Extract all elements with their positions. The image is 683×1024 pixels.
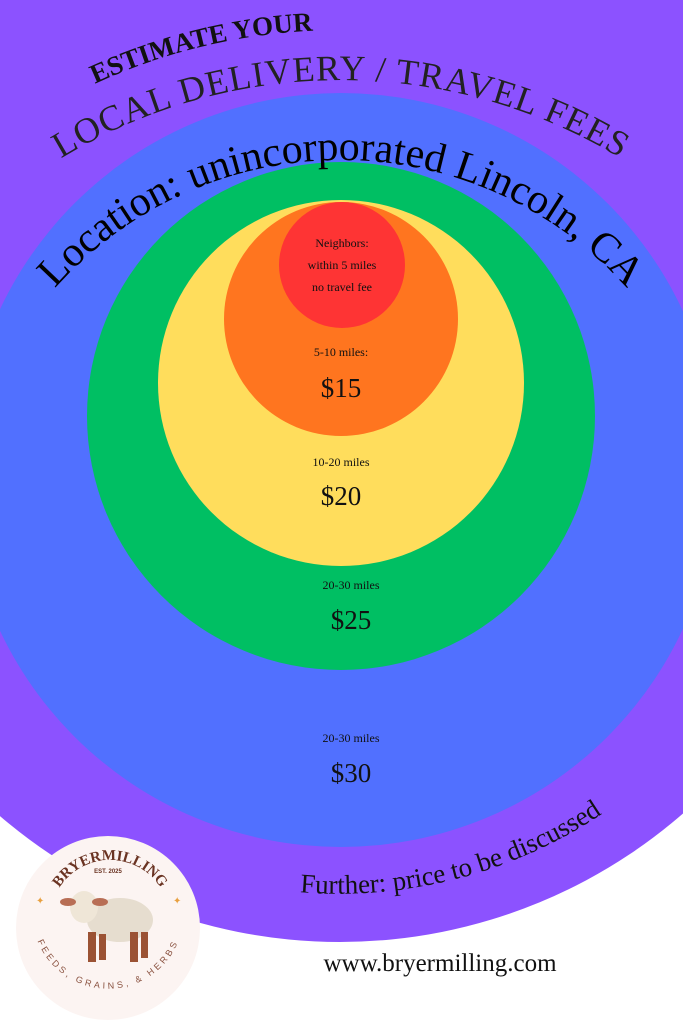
svg-text:EST. 2025: EST. 2025	[94, 869, 122, 875]
zone-20-30-price: $25	[331, 605, 372, 635]
zone-outer-range: 20-30 miles	[323, 731, 380, 745]
neighbors-line-1: Neighbors:	[315, 236, 368, 250]
website-url[interactable]: www.bryermilling.com	[323, 950, 557, 977]
zone-20-30-range: 20-30 miles	[323, 578, 380, 592]
neighbors-circle	[279, 202, 405, 328]
sheep-icon	[60, 891, 153, 962]
sparkle-icon: ✦	[173, 896, 181, 907]
zone-10-20-price: $20	[321, 481, 362, 511]
zone-10-20-range: 10-20 miles	[313, 455, 370, 469]
neighbors-line-2: within 5 miles	[308, 258, 377, 272]
neighbors-line-3: no travel fee	[312, 280, 372, 294]
bryer-milling-logo: BRYERMILLING EST. 2025 FEEDS, GRAINS, & …	[16, 836, 200, 1020]
sparkle-icon: ✦	[36, 896, 44, 907]
zone-outer-price: $30	[331, 758, 372, 788]
zone-5-10-range: 5-10 miles:	[314, 345, 368, 359]
zone-5-10-price: $15	[321, 373, 362, 403]
